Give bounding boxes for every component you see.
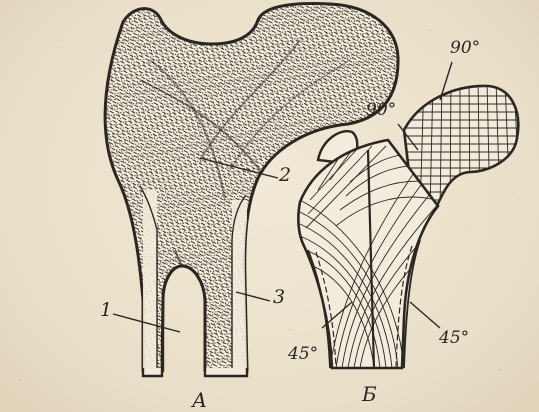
label-3: 3: [273, 288, 285, 307]
panel-a-caption: А: [192, 390, 207, 410]
angle-label-mid: 90°: [366, 102, 396, 119]
angle-label-right: 45°: [439, 330, 469, 347]
label-1: 1: [100, 301, 112, 320]
label-2: 2: [279, 166, 291, 185]
angle-label-left: 45°: [288, 346, 318, 363]
panel-b-caption: Б: [362, 384, 377, 404]
angle-label-top: 90°: [450, 40, 480, 57]
